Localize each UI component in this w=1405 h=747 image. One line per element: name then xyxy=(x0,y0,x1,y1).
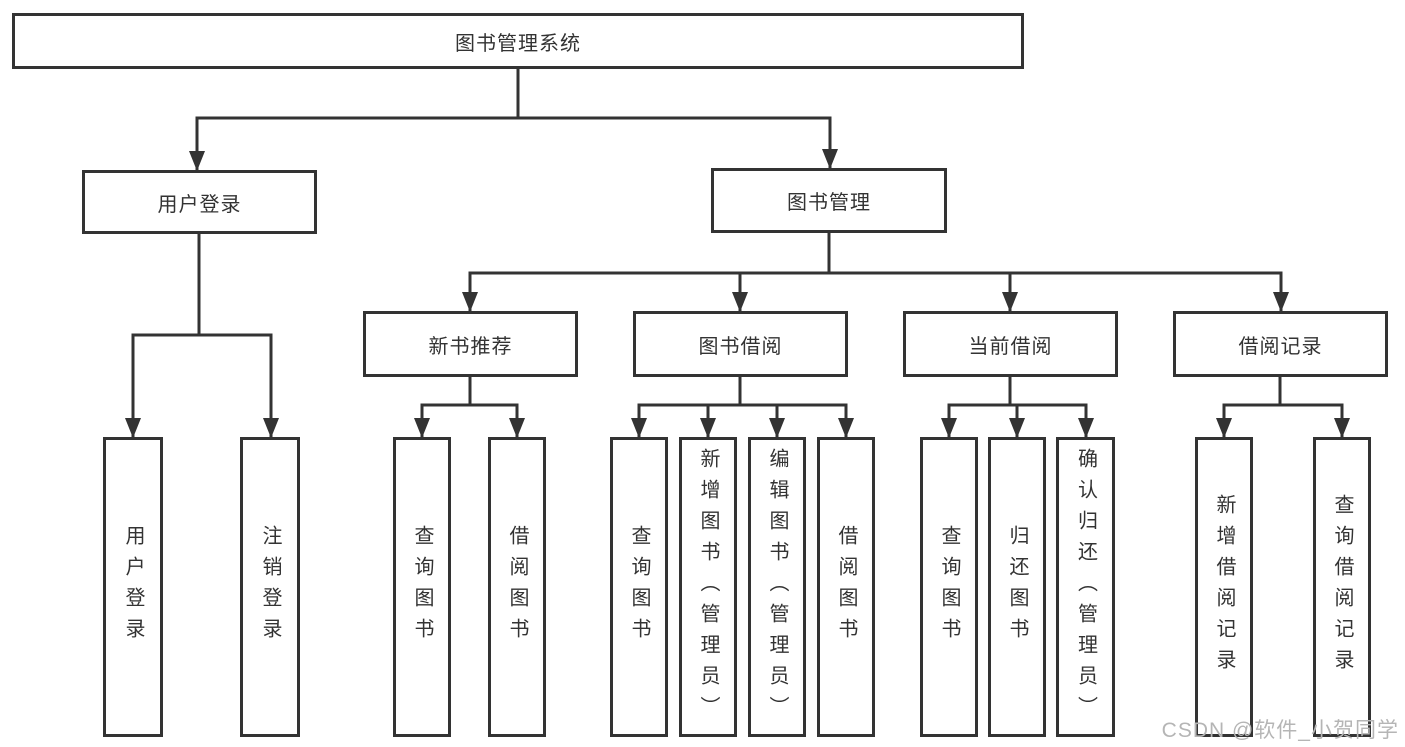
leaf-label: 用户登录 xyxy=(122,525,144,649)
leaf-label: 借阅图书 xyxy=(835,525,857,649)
leaf-edit-book-admin: 编辑图书（管理员） xyxy=(748,437,806,737)
leaf-user-login: 用户登录 xyxy=(103,437,163,737)
leaf-label: 借阅图书 xyxy=(506,525,528,649)
node-label: 图书借阅 xyxy=(698,335,783,358)
node-label: 借阅记录 xyxy=(1238,335,1323,358)
leaf-query-borrow-record: 查询借阅记录 xyxy=(1313,437,1371,737)
leaf-query-books-recommend: 查询图书 xyxy=(393,437,451,737)
leaf-query-books-borrow: 查询图书 xyxy=(610,437,668,737)
node-book-management: 图书管理 xyxy=(711,168,947,233)
leaf-query-books-current: 查询图书 xyxy=(920,437,978,737)
leaf-label: 确认归还（管理员） xyxy=(1074,447,1097,727)
leaf-confirm-return-admin: 确认归还（管理员） xyxy=(1056,437,1115,737)
leaf-label: 查询图书 xyxy=(628,525,650,649)
node-label: 图书管理 xyxy=(787,192,871,214)
node-current-borrowing: 当前借阅 xyxy=(903,311,1118,377)
leaf-add-borrow-record: 新增借阅记录 xyxy=(1195,437,1253,737)
node-new-book-recommend: 新书推荐 xyxy=(363,311,578,377)
leaf-label: 查询借阅记录 xyxy=(1331,494,1353,680)
leaf-borrow-books-recommend: 借阅图书 xyxy=(488,437,546,737)
csdn-watermark: CSDN @软件_小贺同学 xyxy=(1161,719,1399,742)
leaf-label: 归还图书 xyxy=(1006,525,1028,649)
leaf-borrow-books: 借阅图书 xyxy=(817,437,875,737)
node-label: 当前借阅 xyxy=(968,335,1053,358)
leaf-label: 注销登录 xyxy=(259,525,281,649)
node-label: 新书推荐 xyxy=(428,335,513,358)
leaf-add-book-admin: 新增图书（管理员） xyxy=(679,437,737,737)
leaf-return-book: 归还图书 xyxy=(988,437,1046,737)
node-label: 用户登录 xyxy=(157,193,242,216)
leaf-label: 查询图书 xyxy=(411,525,433,649)
leaf-label: 新增借阅记录 xyxy=(1213,494,1235,680)
node-borrowing-records: 借阅记录 xyxy=(1173,311,1388,377)
leaf-label: 新增图书（管理员） xyxy=(697,447,719,727)
node-user-login: 用户登录 xyxy=(82,170,317,234)
node-label: 图书管理系统 xyxy=(455,32,581,55)
leaf-label: 编辑图书（管理员） xyxy=(766,447,788,727)
leaf-label: 查询图书 xyxy=(938,525,960,649)
node-book-borrowing: 图书借阅 xyxy=(633,311,848,377)
node-library-system: 图书管理系统 xyxy=(12,13,1024,69)
leaf-logout: 注销登录 xyxy=(240,437,300,737)
